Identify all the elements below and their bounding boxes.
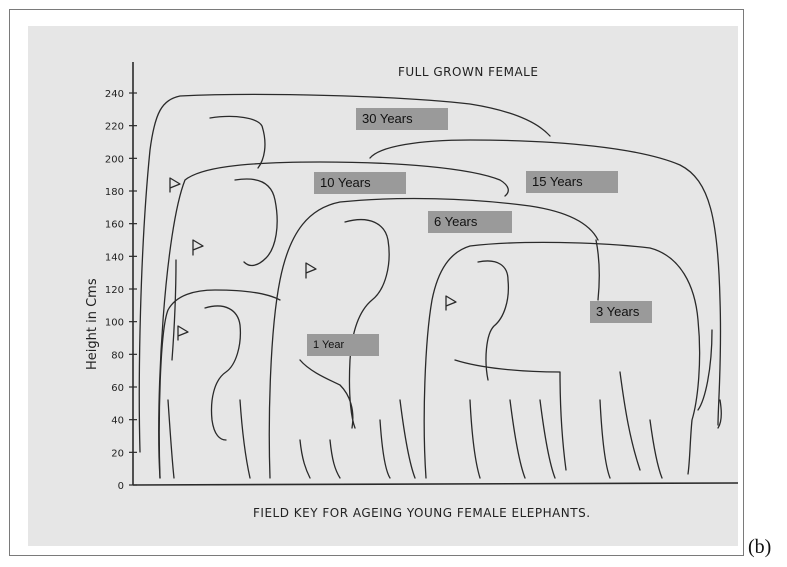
y-tick-label: 180 — [105, 187, 124, 198]
y-axis-ticks: 0 20 40 60 80 100 120 140 160 180 200 220 240 — [105, 89, 137, 492]
y-tick-label: 20 — [111, 448, 124, 459]
label-10-years: 10 Years — [314, 172, 406, 194]
y-axis-label: Height in Cms — [85, 278, 100, 370]
label-1-year: 1 Year — [307, 334, 379, 356]
y-tick-label: 120 — [105, 285, 124, 296]
ear-mark-3 — [446, 296, 456, 310]
elephant-30-years — [139, 94, 550, 452]
ear-mark-1 — [178, 326, 188, 340]
label-15-years: 15 Years — [526, 171, 618, 193]
elephant-10-years — [159, 162, 509, 478]
y-tick-label: 60 — [111, 383, 124, 394]
ear-mark-30 — [170, 178, 180, 192]
ear-mark-6 — [306, 263, 316, 278]
ear-mark-10 — [193, 240, 203, 255]
elephant-3-years — [424, 242, 699, 478]
y-tick-label: 100 — [105, 318, 124, 329]
y-tick-label: 200 — [105, 154, 124, 165]
figure-title: FULL GROWN FEMALE — [398, 65, 538, 79]
y-tick-label: 140 — [105, 252, 124, 263]
label-6-years: 6 Years — [428, 211, 512, 233]
y-tick-label: 40 — [111, 416, 124, 427]
elephant-leg-strokes — [300, 400, 662, 478]
y-tick-label: 0 — [118, 481, 124, 492]
y-tick-label: 80 — [111, 350, 124, 361]
elephant-1-year — [159, 290, 280, 478]
label-3-years: 3 Years — [590, 301, 652, 323]
y-tick-label: 220 — [105, 122, 124, 133]
y-tick-label: 160 — [105, 220, 124, 231]
y-tick-label: 240 — [105, 89, 124, 100]
side-label: (b) — [748, 536, 771, 559]
x-axis-baseline — [133, 483, 738, 485]
figure-caption: FIELD KEY FOR AGEING YOUNG FEMALE ELEPHA… — [253, 506, 591, 520]
label-30-years: 30 Years — [356, 108, 448, 130]
